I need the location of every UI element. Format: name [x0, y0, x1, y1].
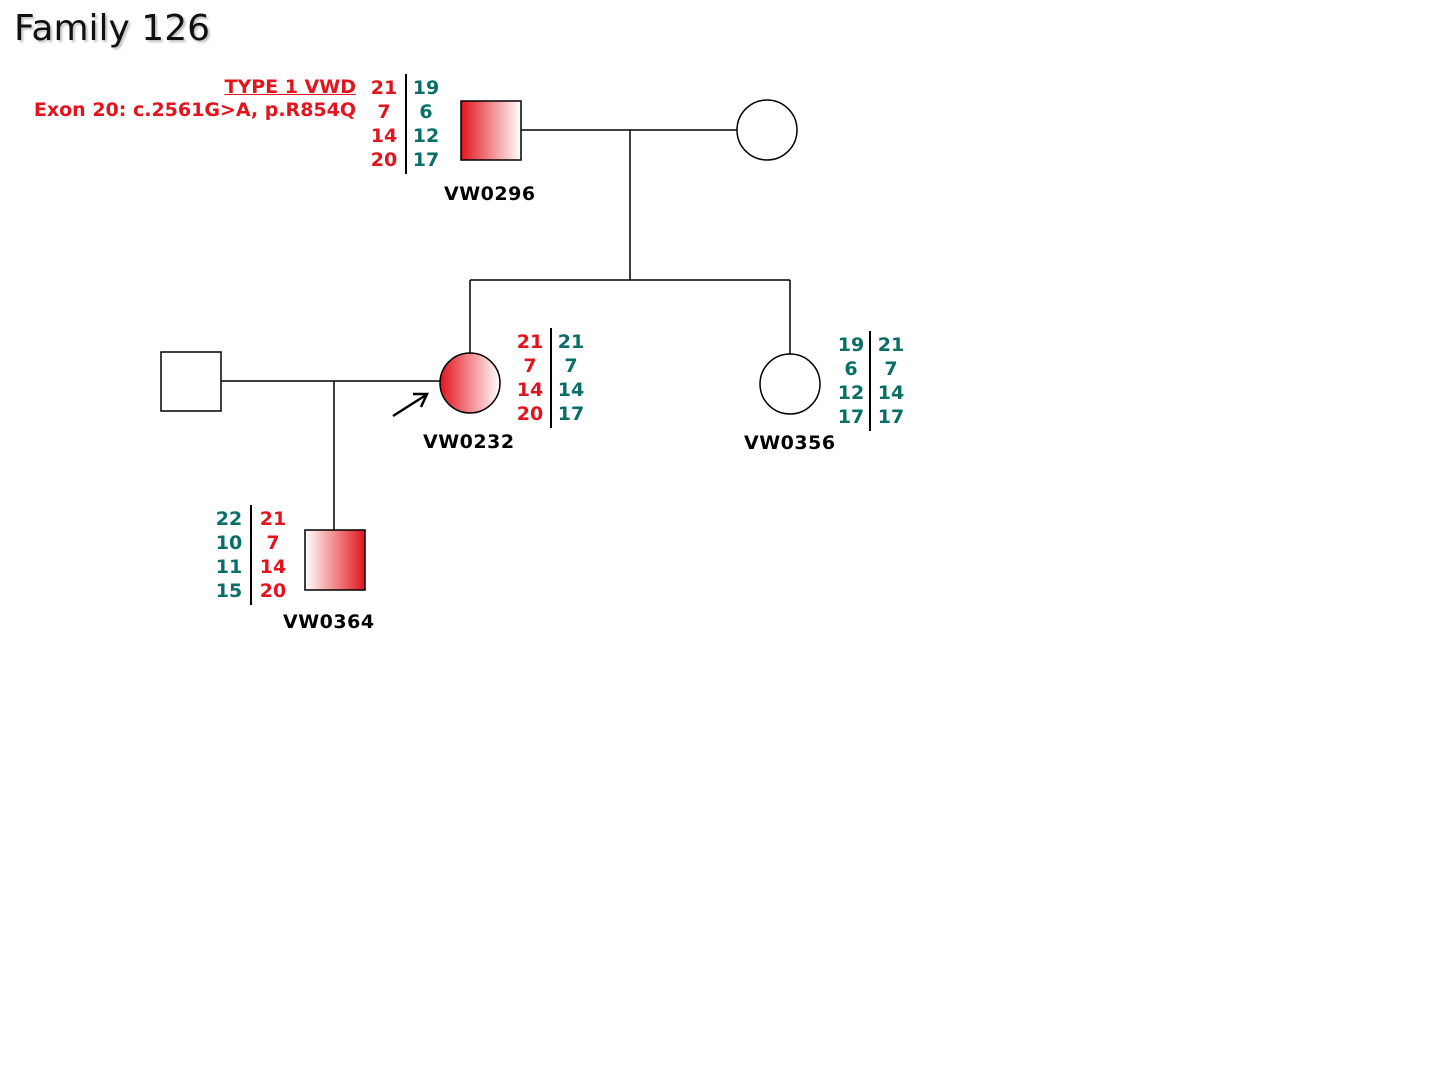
- male-symbol-vw0296: [460, 100, 522, 161]
- allele: 14: [259, 556, 287, 578]
- haplotype-vw0232: 21 7 14 20 21 7 14 17: [512, 328, 592, 430]
- haplotype-divider: [550, 328, 552, 428]
- allele: 21: [516, 331, 544, 353]
- haplotype-divider: [250, 505, 252, 605]
- individual-id-vw0364: VW0364: [283, 611, 375, 633]
- allele: 14: [370, 125, 398, 147]
- allele: 7: [377, 101, 391, 123]
- allele: 20: [259, 580, 287, 602]
- allele: 19: [837, 334, 865, 356]
- haplotype-left-column: 21 7 14 20: [512, 330, 548, 426]
- allele: 19: [412, 77, 440, 99]
- allele: 6: [419, 101, 433, 123]
- allele: 20: [370, 149, 398, 171]
- haplotype-left-column: 21 7 14 20: [366, 76, 402, 172]
- haplotype-divider: [869, 331, 871, 431]
- proband-arrow-icon: [392, 392, 429, 418]
- allele: 17: [557, 403, 585, 425]
- female-symbol-vw0356: [759, 353, 821, 415]
- allele: 17: [837, 406, 865, 428]
- male-symbol-spouse-gen2: [160, 351, 222, 412]
- allele: 14: [877, 382, 905, 404]
- allele: 7: [266, 532, 280, 554]
- allele: 14: [516, 379, 544, 401]
- haplotype-left-column: 19 6 12 17: [833, 333, 869, 429]
- haplotype-divider: [405, 74, 407, 174]
- allele: 21: [370, 77, 398, 99]
- mutation-label: Exon 20: c.2561G>A, p.R854Q: [33, 99, 356, 121]
- allele: 14: [557, 379, 585, 401]
- haplotype-right-column: 21 7 14 17: [553, 330, 589, 426]
- female-symbol-vw0232: [439, 352, 501, 414]
- allele: 7: [884, 358, 898, 380]
- haplotype-vw0296: 21 7 14 20 19 6 12 17: [366, 74, 446, 176]
- page-title: Family 126: [14, 8, 210, 49]
- haplotype-right-column: 21 7 14 20: [255, 507, 291, 603]
- allele: 7: [564, 355, 578, 377]
- allele: 12: [837, 382, 865, 404]
- allele: 22: [215, 508, 243, 530]
- allele: 15: [215, 580, 243, 602]
- allele: 20: [516, 403, 544, 425]
- individual-id-vw0232: VW0232: [423, 431, 515, 453]
- haplotype-right-column: 19 6 12 17: [408, 76, 444, 172]
- allele: 21: [557, 331, 585, 353]
- female-symbol-spouse-gen1: [736, 99, 798, 161]
- haplotype-vw0364: 22 10 11 15 21 7 14 20: [211, 505, 291, 607]
- haplotype-left-column: 22 10 11 15: [211, 507, 247, 603]
- diagnosis-annotation: TYPE 1 VWD Exon 20: c.2561G>A, p.R854Q: [34, 76, 356, 121]
- diagnosis-label: TYPE 1 VWD: [224, 76, 356, 98]
- allele: 10: [215, 532, 243, 554]
- male-symbol-vw0364: [304, 529, 366, 591]
- haplotype-vw0356: 19 6 12 17 21 7 14 17: [833, 331, 913, 433]
- allele: 17: [877, 406, 905, 428]
- allele: 21: [877, 334, 905, 356]
- allele: 17: [412, 149, 440, 171]
- individual-id-vw0296: VW0296: [444, 183, 536, 205]
- allele: 6: [844, 358, 858, 380]
- allele: 11: [215, 556, 243, 578]
- allele: 21: [259, 508, 287, 530]
- haplotype-right-column: 21 7 14 17: [873, 333, 909, 429]
- allele: 7: [523, 355, 537, 377]
- allele: 12: [412, 125, 440, 147]
- individual-id-vw0356: VW0356: [744, 432, 836, 454]
